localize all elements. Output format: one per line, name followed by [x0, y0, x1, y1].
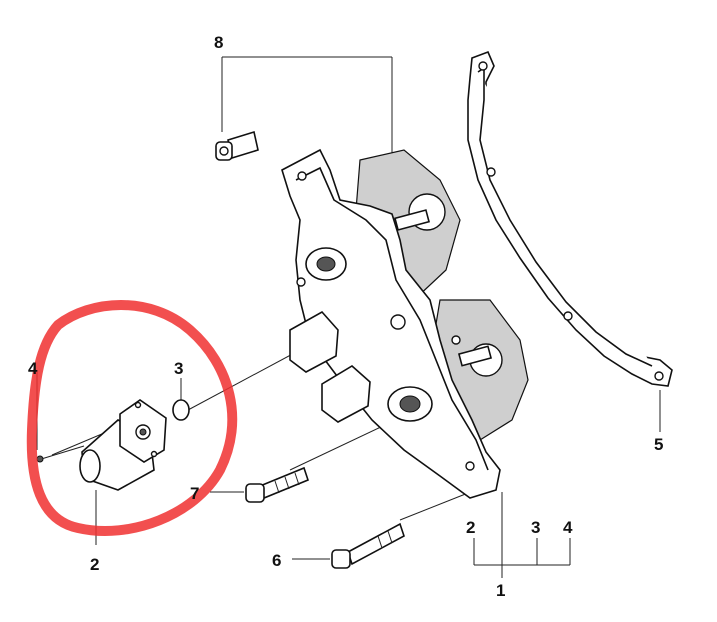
highlight-circle	[26, 300, 238, 536]
callout-5: 5	[654, 435, 663, 454]
callout-3-left: 3	[174, 359, 183, 378]
callout-6: 6	[272, 551, 281, 570]
callout-4-bottom: 4	[563, 518, 573, 537]
callout-3-bottom: 3	[531, 518, 540, 537]
callout-1: 1	[496, 581, 505, 600]
callout-8: 8	[214, 33, 223, 52]
bolt-7	[245, 466, 309, 503]
bolt-8	[215, 130, 259, 161]
gasket-part	[467, 50, 673, 387]
bolt-6	[331, 522, 405, 569]
callout-2-bottom: 2	[466, 518, 475, 537]
solenoid-assembly	[36, 399, 190, 491]
callout-7: 7	[190, 484, 199, 503]
callout-2-left: 2	[90, 555, 99, 574]
main-housing	[281, 148, 529, 499]
callout-4-left: 4	[28, 359, 38, 378]
